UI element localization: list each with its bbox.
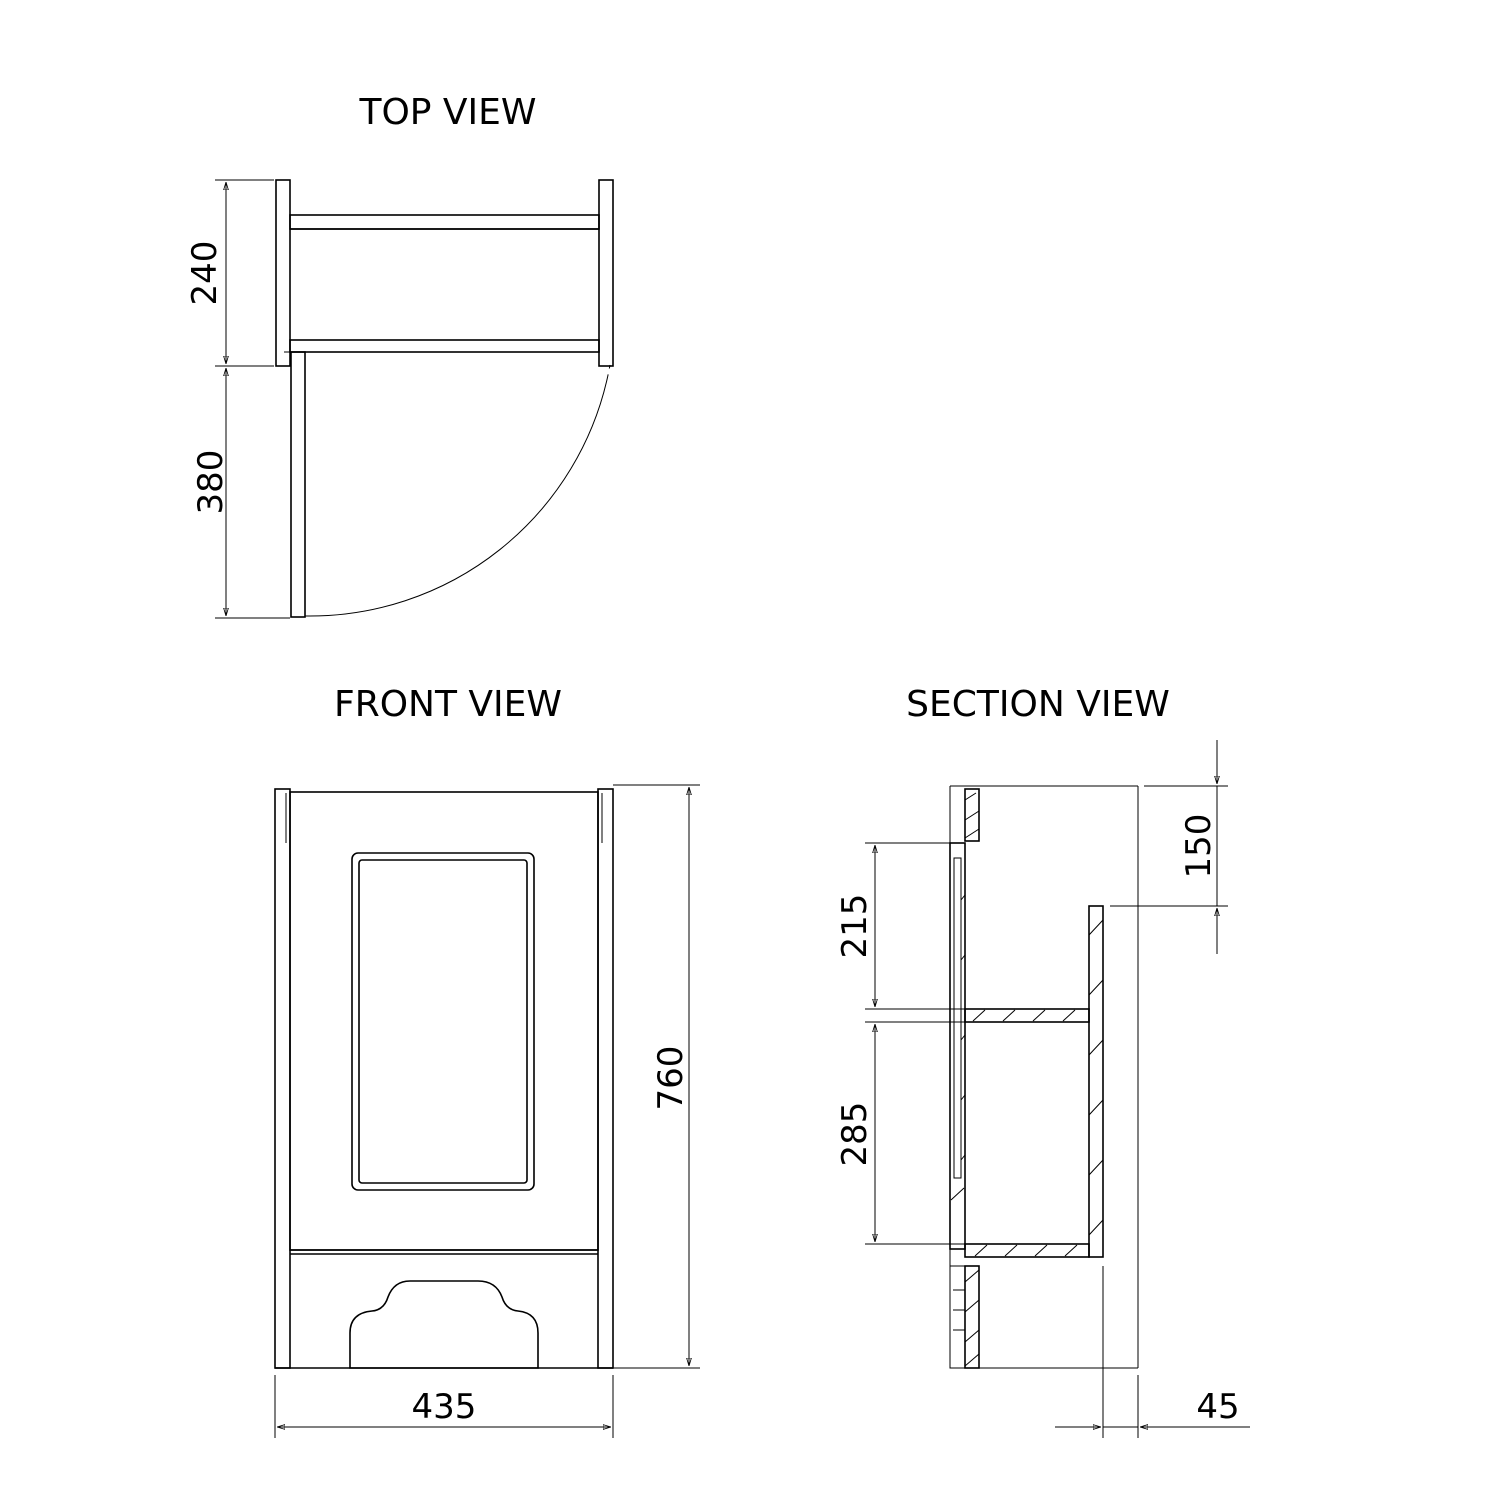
dim-door-swing: 380 (191, 450, 231, 515)
dim-lower-space: 285 (835, 1102, 875, 1167)
front-view-title: FRONT VIEW (334, 684, 562, 725)
top-view-dimensions: 240 380 (185, 179, 290, 619)
dim-upper-space: 215 (835, 894, 875, 959)
top-view-title: TOP VIEW (358, 92, 536, 133)
dim-height: 760 (651, 1046, 691, 1111)
section-view-drawing (949, 785, 1139, 1369)
dim-plinth: 45 (1196, 1387, 1239, 1427)
front-view-drawing (274, 788, 614, 1369)
section-view-title: SECTION VIEW (906, 684, 1170, 725)
top-view-drawing (275, 179, 614, 618)
dim-width: 435 (412, 1387, 477, 1427)
front-view-dimensions: 760 435 (274, 784, 700, 1438)
section-view-dimensions: 150 215 285 45 (835, 740, 1250, 1438)
dim-top-depth: 240 (185, 241, 225, 306)
dim-top-rail: 150 (1179, 814, 1219, 879)
